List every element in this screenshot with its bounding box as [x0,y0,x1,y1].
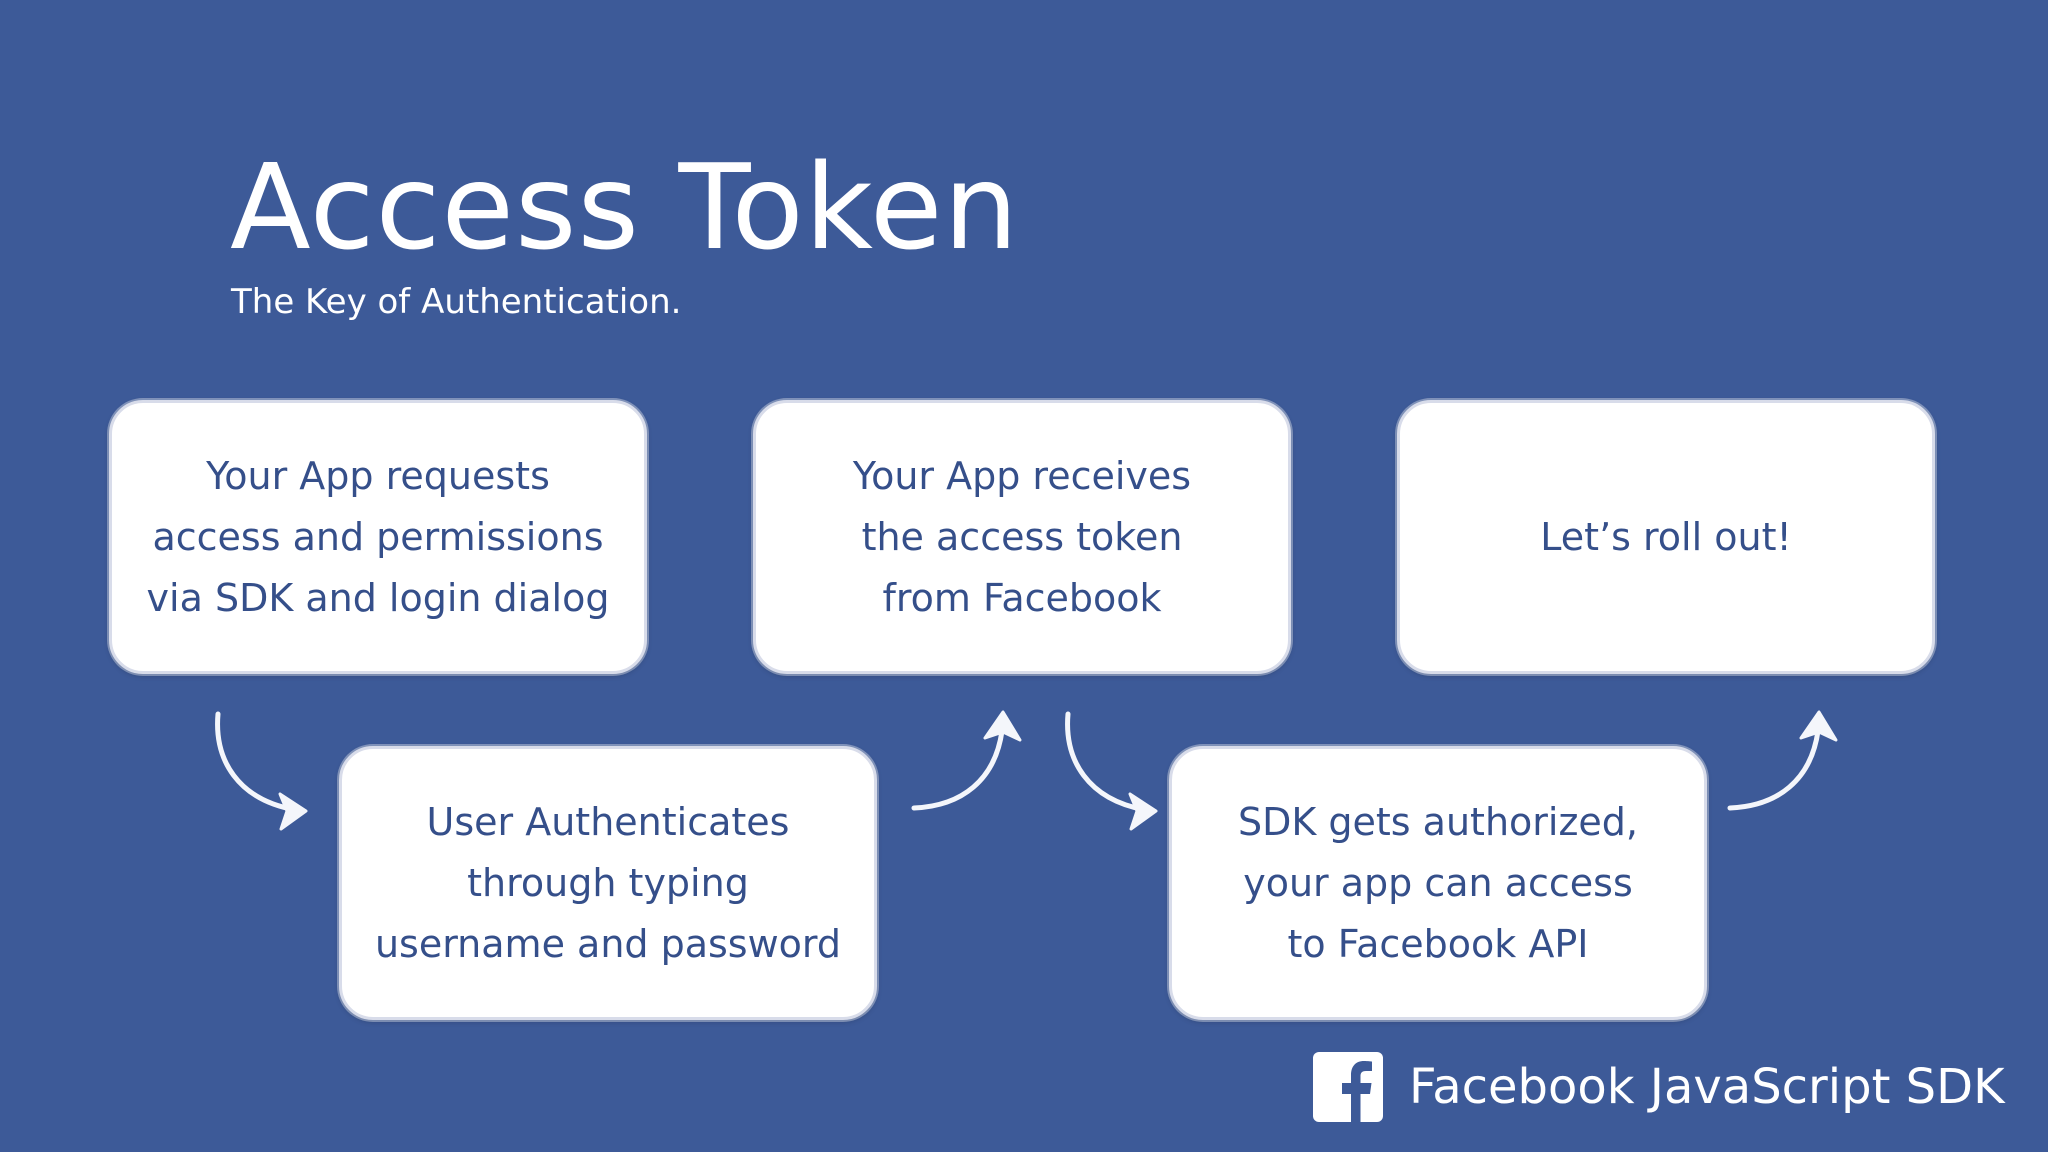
arrow-step2-to-step3 [911,710,1022,811]
step-3-card: Your App receives the access token from … [753,400,1291,674]
step-3-text: Your App receives the access token from … [852,453,1192,620]
arrow-step4-to-step5 [1727,710,1838,811]
facebook-logo-icon [1313,1051,1383,1122]
arrow-step1-to-step2 [215,711,308,831]
slide-subtitle: The Key of Authentication. [231,282,682,322]
step-1-text: Your App requests access and permissions… [146,453,610,620]
footer-brand-text: Facebook JavaScript SDK [1409,1058,2005,1115]
slide-title: Access Token [230,138,1020,276]
footer-brand: Facebook JavaScript SDK [1313,1049,2033,1124]
step-5-text: Let’s roll out! [1540,514,1792,559]
step-4-card: SDK gets authorized, your app can access… [1169,746,1707,1020]
step-1-card: Your App requests access and permissions… [109,400,647,674]
step-5-card: Let’s roll out! [1397,400,1935,674]
step-2-card: User Authenticates through typing userna… [339,746,877,1020]
arrow-step3-to-step4 [1065,711,1158,831]
step-4-text: SDK gets authorized, your app can access… [1238,799,1638,966]
step-2-text: User Authenticates through typing userna… [374,799,842,966]
